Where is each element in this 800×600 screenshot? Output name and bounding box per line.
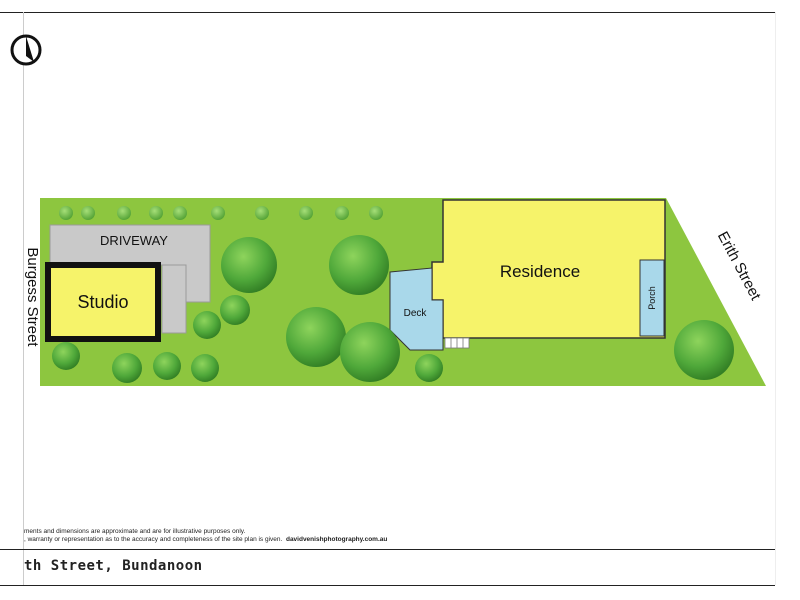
- trees: [52, 235, 734, 383]
- steps: [444, 337, 470, 349]
- erith-street-label: Erith Street: [714, 229, 765, 304]
- left-border: [23, 12, 24, 585]
- top-border: [0, 12, 775, 13]
- studio-label: Studio: [77, 292, 128, 312]
- driveway-label: DRIVEWAY: [100, 233, 168, 248]
- porch: [639, 259, 665, 337]
- porch-label: Porch: [647, 286, 657, 310]
- studio-building: [45, 262, 161, 342]
- deck-label: Deck: [404, 308, 428, 319]
- disclaimer-line-2: , warranty or representation as to the a…: [24, 536, 388, 543]
- burgess-street-label: Burgess Street: [24, 247, 41, 347]
- property-address: th Street, Bundanoon: [24, 558, 203, 574]
- right-border: [775, 12, 776, 585]
- shrubs: [59, 206, 383, 220]
- website-link[interactable]: davidvenishphotography.com.au: [285, 536, 388, 543]
- north-arrow-icon: [10, 34, 42, 66]
- carport: [161, 264, 187, 334]
- footer-divider-top: [0, 549, 775, 550]
- disclaimer: ments and dimensions are approximate and…: [24, 528, 724, 544]
- disclaimer-line-1: ments and dimensions are approximate and…: [24, 528, 246, 535]
- footer-divider-bottom: [0, 585, 775, 586]
- residence-label: Residence: [500, 262, 580, 281]
